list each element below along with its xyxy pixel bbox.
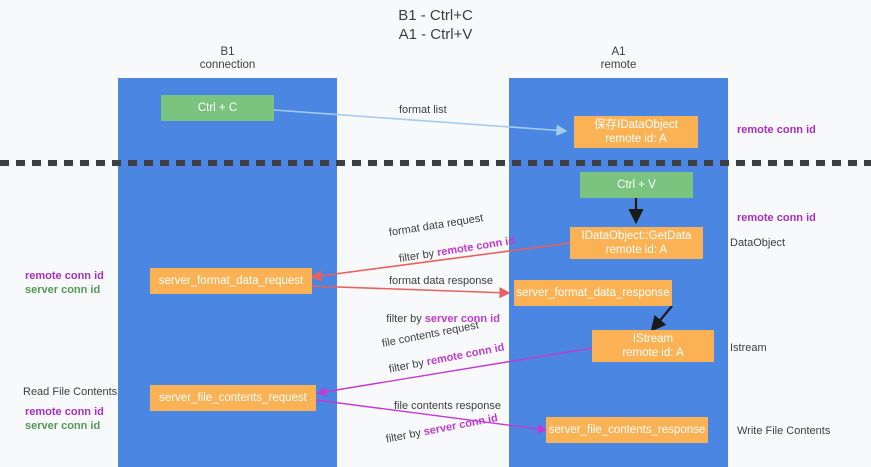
node-save-idataobject[interactable]: 保存IDataObject remote id: A	[574, 116, 698, 148]
filter-key-remote-conn-id: remote conn id	[436, 234, 516, 259]
edge-label-file-contents-response: file contents response	[394, 400, 502, 412]
column-header-a1: A1 remote	[600, 46, 637, 71]
node-idataobject-getdata[interactable]: IDataObject::GetData remote id: A	[570, 227, 703, 259]
annotation-istream: Istream	[730, 342, 767, 354]
annotation-remote-conn-id-mid: remote conn id	[737, 212, 816, 224]
filter-key-server-conn-id: server conn id	[424, 313, 500, 325]
annotation-left-server-conn-id-2: server conn id	[25, 420, 101, 432]
node-server-format-data-request[interactable]: server_format_data_request	[150, 268, 312, 294]
filter-prefix: filter by	[387, 356, 428, 376]
edge-label-format-data-response: format data response	[389, 275, 493, 287]
annotation-left-server-conn-id-1: server conn id	[25, 284, 101, 296]
node-server-format-data-response[interactable]: server_format_data_response	[514, 280, 672, 306]
phase-divider	[0, 160, 871, 166]
filter-prefix: filter by	[386, 313, 425, 325]
node-ctrl-v[interactable]: Ctrl + V	[580, 172, 693, 198]
node-ctrl-c[interactable]: Ctrl + C	[161, 95, 274, 121]
node-istream[interactable]: IStream remote id: A	[592, 330, 714, 362]
annotation-left-remote-conn-id-1: remote conn id	[25, 270, 104, 282]
node-server-file-contents-response[interactable]: server_file_contents_response	[546, 417, 708, 443]
annotation-read-file-contents: Read File Contents	[23, 386, 118, 398]
annotation-remote-conn-id-top: remote conn id	[737, 124, 816, 136]
edge-label-format-list: format list	[399, 104, 447, 116]
edge-label-format-data-response-filter: filter by server conn id	[374, 298, 500, 340]
filter-key-server-conn-id: server conn id	[422, 412, 499, 439]
filter-prefix: filter by	[384, 426, 425, 446]
page-title: B1 - Ctrl+C A1 - Ctrl+V	[398, 7, 473, 43]
annotation-left-remote-conn-id-2: remote conn id	[25, 406, 104, 418]
column-header-b1: B1 connection	[199, 46, 256, 71]
annotation-dataobject: DataObject	[730, 237, 786, 249]
annotation-write-file-contents: Write File Contents	[737, 425, 831, 437]
filter-key-remote-conn-id: remote conn id	[425, 341, 506, 369]
node-server-file-contents-request[interactable]: server_file_contents_request	[150, 385, 316, 411]
filter-prefix: filter by	[398, 247, 439, 266]
